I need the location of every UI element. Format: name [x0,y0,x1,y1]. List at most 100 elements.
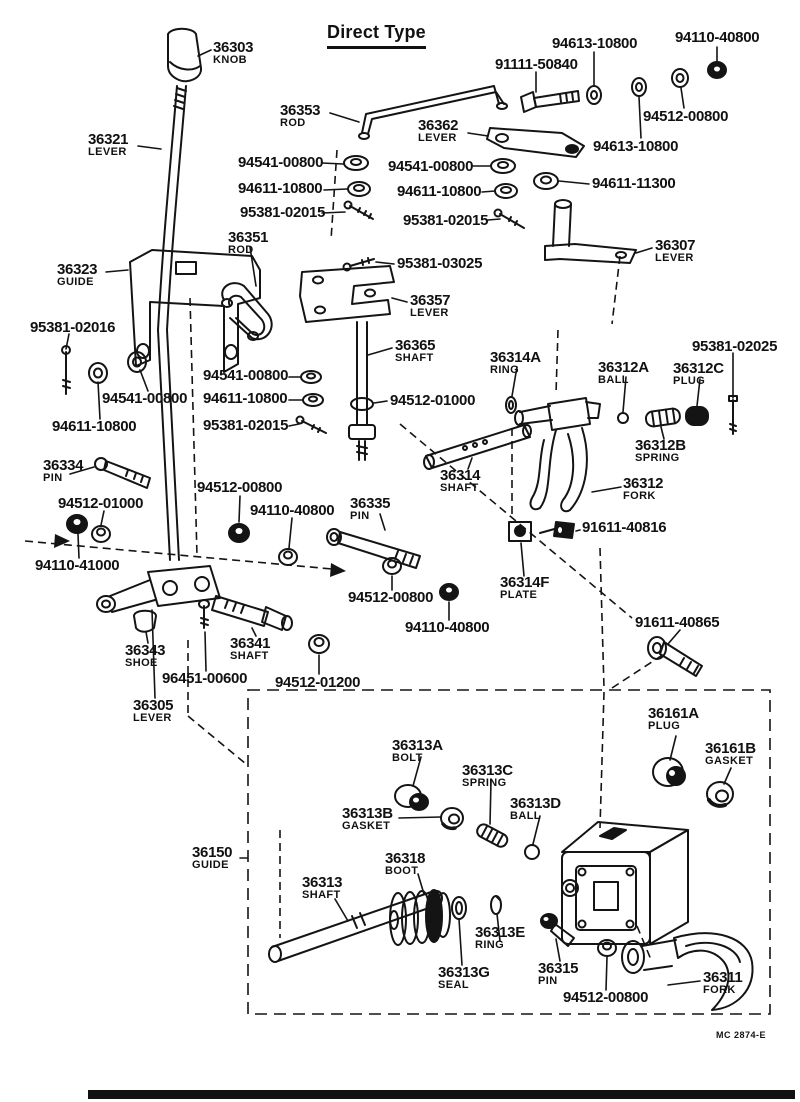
part-number: 95381-02025 [692,338,778,355]
part-description: SHOE [125,657,158,670]
part-number: 94512-00800 [197,479,283,496]
diagram-title: Direct Type [327,22,426,49]
part-description: SPRING [635,452,680,465]
part-number: 36357 [410,292,451,309]
part-label-95381-02015: 95381-02015 [403,213,488,229]
part-description: ROD [228,244,254,257]
part-number: 94541-00800 [102,390,188,407]
part-description: SPRING [462,777,507,790]
part-label-94512-00800: 94512-00800 [643,109,728,125]
part-label-94541-00800: 94541-00800 [388,158,474,175]
shift-lever-shape [157,85,178,561]
part-label-94613-10800: 94613-10800 [552,35,638,52]
part-description: SHAFT [440,482,479,495]
part-number: 94512-01000 [390,392,476,409]
part-description: PIN [538,975,558,988]
part-label-94512-00800: 94512-00800 [197,479,283,496]
part-label-94512-01000: 94512-01000 [390,392,476,409]
part-label-94110-40800: 94110-40800 [675,30,760,46]
part-number: 36353 [280,102,321,119]
part-description: LEVER [133,712,172,725]
part-label-96451-00600: 96451-00600 [162,670,248,687]
part-number: 94512-01200 [275,674,361,691]
part-description: PIN [43,472,63,485]
part-description: FORK [623,490,656,503]
part-number: 95381-02015 [203,417,289,434]
part-description: BALL [598,374,629,387]
part-number: 36362 [418,117,459,134]
part-label-94541-00800: 94541-00800 [238,154,324,171]
part-description: PLUG [648,720,681,733]
part-description: SHAFT [302,889,341,902]
part-description: LEVER [418,132,457,145]
part-label-94541-00800: 94541-00800 [203,368,288,384]
part-number: 95381-03025 [397,255,483,272]
part-label-94611-10800: 94611-10800 [52,418,137,435]
part-number: 94613-10800 [552,35,638,52]
part-label-94613-10800: 94613-10800 [593,138,679,155]
part-description: FORK [703,984,736,997]
part-label-94512-00800: 94512-00800 [348,590,433,606]
part-description: GASKET [705,755,754,768]
part-label-91611-40865: 91611-40865 [635,614,720,631]
part-label-94512-01000: 94512-01000 [58,496,143,512]
part-description: BOOT [385,865,419,878]
part-description: PIN [350,510,370,523]
part-number: 36313E [475,924,525,941]
part-number: 36303 [213,39,254,56]
part-number: 36312C [673,360,724,377]
part-number: 36312 [623,475,664,492]
part-label-95381-02015: 95381-02015 [240,205,325,221]
part-label-94110-40800: 94110-40800 [405,620,490,636]
part-number: 36318 [385,850,426,867]
part-number: 36161B [705,740,756,757]
part-number: 94541-00800 [238,154,324,171]
part-number: 91611-40865 [635,614,720,631]
part-number: 94613-10800 [593,138,679,155]
part-description: BOLT [392,752,423,765]
part-number: 94512-00800 [563,989,649,1006]
part-number: 36314F [500,574,550,591]
part-description: GUIDE [57,276,94,289]
assembly-dashed-lines [24,149,771,1015]
part-number: 94611-10800 [52,418,137,435]
part-number: 94541-00800 [388,158,474,175]
part-number: 36313G [438,964,490,981]
part-description: ROD [280,117,306,130]
part-number: 96451-00600 [162,670,248,687]
part-number: 36335 [350,495,391,512]
part-label-95381-03025: 95381-03025 [397,255,483,272]
part-description: LEVER [88,146,127,159]
part-number: 36307 [655,237,696,254]
part-label-94611-10800: 94611-10800 [203,391,288,407]
part-label-94512-00800: 94512-00800 [563,989,649,1006]
part-number: 36161A [648,705,699,722]
part-label-95381-02025: 95381-02025 [692,338,778,355]
part-number: 36341 [230,635,271,652]
part-number: 36314A [490,349,541,366]
part-label-94611-10800: 94611-10800 [238,181,323,197]
part-description: SEAL [438,979,469,992]
part-number: 36321 [88,131,129,148]
part-number: 36351 [228,229,269,246]
part-number: 36343 [125,642,166,659]
part-number: 95381-02016 [30,319,116,336]
part-description: RING [475,939,505,952]
